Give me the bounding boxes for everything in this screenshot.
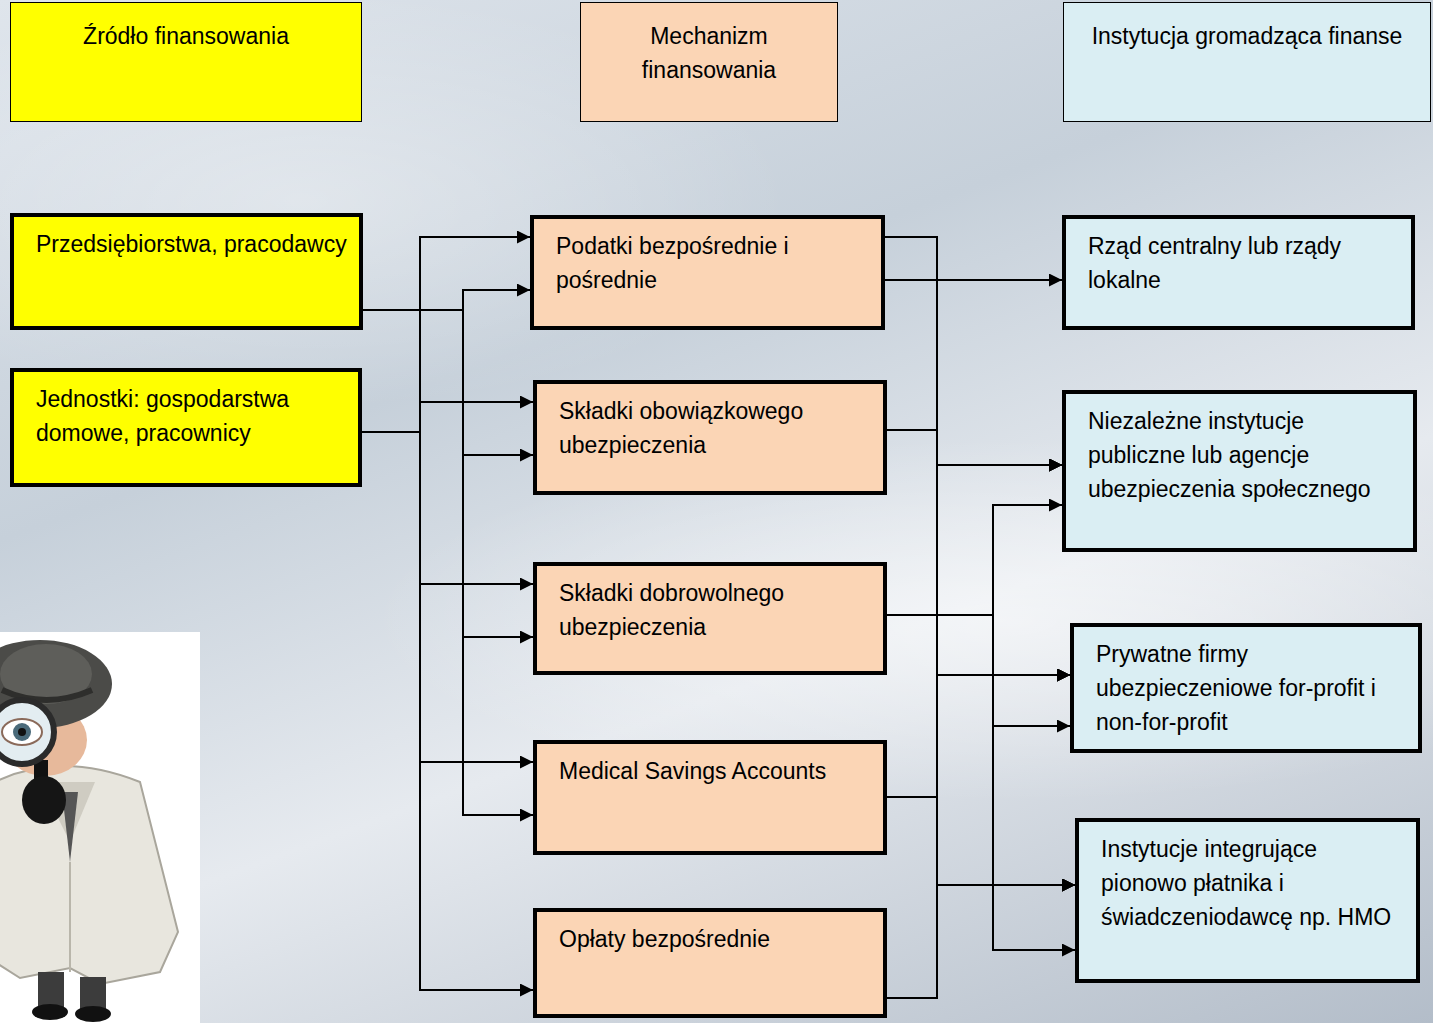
pupil [18, 728, 26, 736]
flow-arrow [887, 465, 1062, 797]
box-text: Medical Savings Accounts [559, 754, 871, 788]
flow-box: Rząd centralny lub rządy lokalne [1062, 215, 1415, 330]
flow-arrow [362, 432, 533, 762]
box-text: Mechanizm finansowania [591, 19, 827, 87]
flow-arrow [362, 432, 533, 584]
hat-crown [0, 644, 92, 704]
flow-box: Prywatne firmy ubezpieczeniowe for-profi… [1070, 623, 1422, 753]
flow-box: Medical Savings Accounts [533, 740, 887, 855]
flow-arrow [363, 310, 533, 637]
flow-arrow [885, 237, 1070, 675]
box-text: Jednostki: gospodarstwa domowe, pracowni… [36, 382, 346, 450]
flow-box: Jednostki: gospodarstwa domowe, pracowni… [10, 368, 362, 487]
box-text: Przedsiębiorstwa, pracodawcy [36, 227, 347, 261]
flow-arrow [887, 797, 1075, 885]
trench-coat [0, 766, 178, 984]
box-text: Prywatne firmy ubezpieczeniowe for-profi… [1096, 637, 1406, 739]
flow-arrow [363, 310, 533, 455]
column-header: Źródło finansowania [10, 2, 362, 122]
flow-arrow [887, 505, 1062, 615]
flow-arrow [887, 615, 1070, 726]
eye [2, 719, 42, 745]
box-text: Instytucja gromadząca finanse [1074, 19, 1420, 53]
column-header: Instytucja gromadząca finanse [1063, 2, 1431, 122]
flow-box: Opłaty bezpośrednie [533, 908, 887, 1018]
leg [80, 977, 106, 1011]
detective-illustration [0, 632, 200, 1023]
box-text: Instytucje integrujące pionowo płatnika … [1101, 832, 1404, 934]
flow-arrow [887, 430, 1070, 675]
flow-box: Niezależne instytucje publiczne lub agen… [1062, 390, 1417, 552]
box-text: Składki dobrowolnego ubezpieczenia [559, 576, 871, 644]
leg [38, 972, 64, 1008]
box-text: Źródło finansowania [21, 19, 351, 53]
box-text: Rząd centralny lub rządy lokalne [1088, 229, 1399, 297]
coat-seam [69, 862, 71, 972]
column-header: Mechanizm finansowania [580, 2, 838, 122]
flow-arrow [887, 615, 1075, 950]
flow-box: Przedsiębiorstwa, pracodawcy [10, 213, 363, 330]
box-text: Składki obowiązkowego ubezpieczenia [559, 394, 871, 462]
flow-box: Podatki bezpośrednie i pośrednie [530, 215, 885, 330]
box-text: Opłaty bezpośrednie [559, 922, 871, 956]
box-text: Podatki bezpośrednie i pośrednie [556, 229, 869, 297]
magnifying-glass [0, 700, 54, 764]
flow-arrow [887, 430, 1062, 465]
flow-box: Instytucje integrujące pionowo płatnika … [1075, 818, 1420, 983]
flow-arrow [885, 279, 1062, 281]
flow-arrow [887, 885, 1075, 998]
flow-arrow [362, 432, 533, 990]
flow-arrow [363, 290, 530, 310]
shoe [75, 1006, 111, 1022]
flow-box: Składki dobrowolnego ubezpieczenia [533, 562, 887, 675]
shoe [32, 1004, 68, 1020]
box-text: Niezależne instytucje publiczne lub agen… [1088, 404, 1401, 506]
flow-arrow [887, 675, 1070, 797]
flow-arrow [885, 237, 1075, 885]
flow-arrow [363, 310, 533, 815]
flow-arrow [362, 402, 533, 432]
flow-arrow [887, 465, 1062, 998]
glove [22, 776, 66, 824]
flow-box: Składki obowiązkowego ubezpieczenia [533, 380, 887, 495]
flow-arrow [887, 430, 1075, 885]
iris [13, 723, 31, 741]
